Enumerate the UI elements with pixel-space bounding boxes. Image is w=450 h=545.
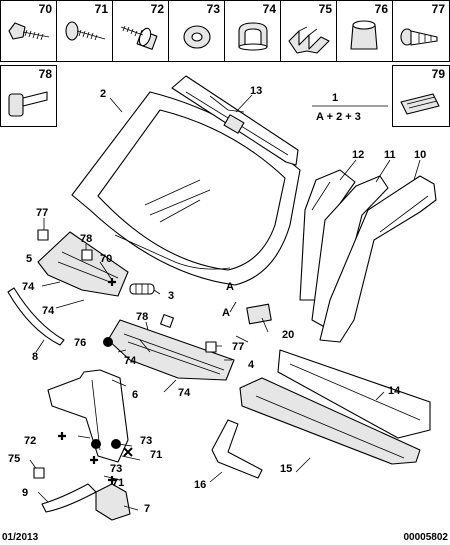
clip-78-icon	[8, 91, 48, 117]
callout-16: 16	[194, 479, 206, 491]
callout-10: 10	[414, 149, 426, 161]
callout-72: 72	[24, 435, 36, 447]
callout-78: 78	[136, 311, 148, 323]
assembly-formula: A + 2 + 3	[316, 111, 361, 123]
fastener-cell-75[interactable]: 75	[280, 0, 337, 62]
callout-7: 7	[144, 503, 150, 515]
clip-79-icon	[400, 93, 440, 115]
callout-A: A	[226, 281, 234, 293]
fastener-number-71: 71	[94, 2, 108, 16]
screw-71-icon	[65, 21, 106, 41]
fastener-number-76: 76	[374, 2, 388, 16]
callout-73: 73	[140, 435, 152, 447]
fastener-number-78: 78	[38, 67, 52, 81]
fastener-number-79: 79	[431, 67, 445, 81]
fastener-number-72: 72	[150, 2, 164, 16]
callout-74: 74	[124, 355, 137, 367]
callout-9: 9	[22, 487, 28, 499]
panel-part-14[interactable]	[277, 349, 431, 439]
callout-70: 70	[100, 253, 112, 265]
callout-11: 11	[384, 149, 396, 161]
callout-71: 71	[112, 477, 124, 489]
spring-part-3[interactable]	[129, 283, 155, 295]
fastener-cell-78[interactable]: 78	[0, 65, 57, 127]
screw-72-icon	[120, 25, 158, 50]
fastener-number-74: 74	[262, 2, 276, 16]
callout-71: 71	[150, 449, 162, 461]
grommet-74-icon	[238, 22, 268, 51]
fastener-cell-71[interactable]: 71	[56, 0, 113, 62]
callout-74: 74	[42, 305, 55, 317]
grille-part-4[interactable]	[107, 319, 235, 381]
marker-square	[37, 229, 49, 241]
fastener-cell-72[interactable]: 72	[112, 0, 169, 62]
callout-8: 8	[32, 351, 38, 363]
marker-dot	[103, 337, 113, 347]
crossmember-part-15[interactable]	[239, 377, 421, 465]
fastener-cell-74[interactable]: 74	[224, 0, 281, 62]
fastener-cell-76[interactable]: 76	[336, 0, 393, 62]
plug-76-icon	[350, 20, 378, 50]
markers	[33, 229, 217, 484]
rivet-77-icon	[400, 28, 438, 46]
fastener-number-73: 73	[206, 2, 220, 16]
fastener-cell-77[interactable]: 77	[392, 0, 450, 62]
nut-73-icon	[183, 25, 211, 49]
callout-75: 75	[8, 453, 20, 465]
assembly-number: 1	[332, 92, 338, 104]
bracket-part-16[interactable]	[211, 419, 263, 479]
seal-part-8[interactable]	[7, 287, 65, 346]
cowl-trim-part-5[interactable]	[37, 231, 129, 297]
marker-square	[81, 249, 93, 261]
callout-77: 77	[36, 207, 48, 219]
pad-part-20[interactable]	[246, 303, 272, 325]
assembly-legend: 1 A + 2 + 3	[312, 92, 388, 123]
fastener-number-70: 70	[38, 2, 52, 16]
hose-part-9[interactable]	[41, 483, 97, 513]
fastener-cell-70[interactable]: 70	[0, 0, 57, 62]
callout-74: 74	[22, 281, 35, 293]
clip-75-icon	[288, 26, 330, 54]
callout-78: 78	[80, 233, 92, 245]
callout-A: A	[222, 307, 230, 319]
callout-6: 6	[132, 389, 138, 401]
callout-14: 14	[388, 385, 401, 397]
pillar-part-10[interactable]	[319, 175, 437, 343]
footer-reference: 00005802	[403, 532, 449, 543]
callout-74: 74	[178, 387, 191, 399]
callout-13: 13	[250, 85, 262, 97]
callout-76: 76	[74, 337, 86, 349]
callout-3: 3	[168, 290, 174, 302]
callout-73: 73	[110, 463, 122, 475]
callout-12: 12	[352, 149, 364, 161]
callout-15: 15	[280, 463, 292, 475]
block-part-7[interactable]	[95, 483, 131, 521]
callout-5: 5	[26, 253, 32, 265]
callout-4: 4	[248, 359, 255, 371]
fastener-number-77: 77	[431, 2, 445, 16]
footer-date: 01/2013	[2, 532, 39, 543]
duct-part-6[interactable]	[47, 369, 129, 463]
fastener-number-75: 75	[318, 2, 332, 16]
callout-77: 77	[232, 341, 244, 353]
fastener-cell-79[interactable]: 79	[392, 65, 450, 127]
callout-2: 2	[100, 88, 106, 100]
callout-20: 20	[282, 329, 294, 341]
screw-70-icon	[8, 22, 50, 41]
windscreen-part-2[interactable]	[71, 91, 301, 286]
cowl-part-13[interactable]	[171, 75, 299, 166]
